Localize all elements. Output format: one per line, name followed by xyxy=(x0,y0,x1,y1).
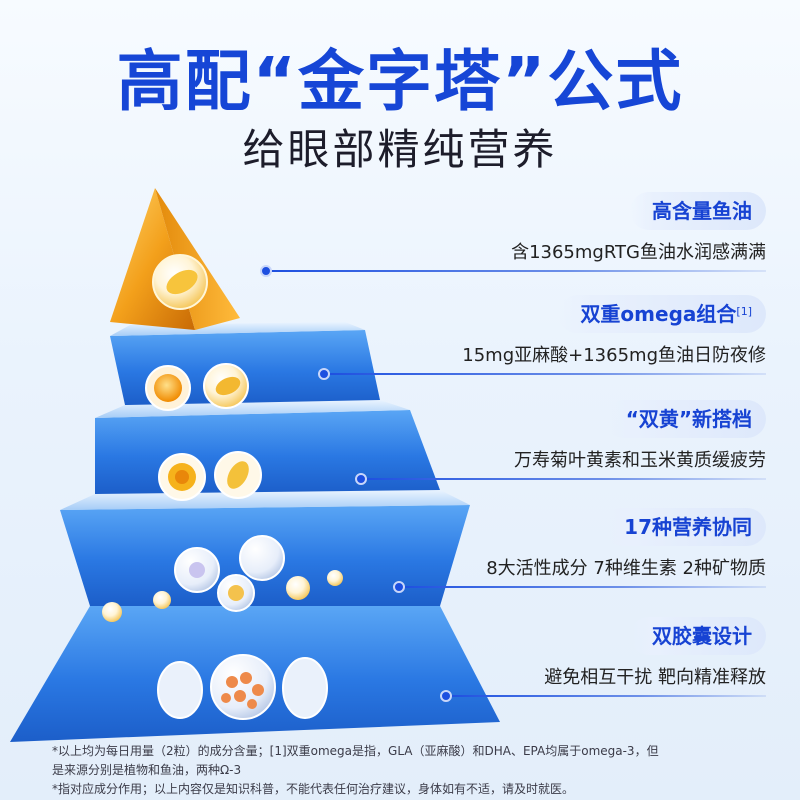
page-title: 高配“金字塔”公式 xyxy=(116,43,684,120)
mineral-sphere-icon xyxy=(174,547,220,593)
feature-badge: 双胶囊设计 xyxy=(630,617,766,655)
marigold-flower-icon xyxy=(158,453,206,501)
softgel-capsule-icon xyxy=(157,657,328,719)
feature-desc: 15mg亚麻酸+1365mg鱼油日防夜修 xyxy=(462,345,766,366)
footnote-line: *指对应成分作用；以上内容仅是知识科普，不能代表任何治疗建议，身体如有不适，请及… xyxy=(52,782,575,796)
feature-desc: 8大活性成分 7种维生素 2种矿物质 xyxy=(486,558,766,579)
connector-line xyxy=(361,478,766,480)
corn-icon xyxy=(214,451,262,499)
feature-badge: 双重omega组合[1] xyxy=(558,295,766,333)
connector-dot xyxy=(393,581,405,593)
double-capsule-icon xyxy=(210,654,276,720)
connector-dot xyxy=(318,368,330,380)
connector-dot xyxy=(440,690,452,702)
connector-line xyxy=(446,695,766,697)
footnote-line: 是来源分别是植物和鱼油，两种Ω-3 xyxy=(52,763,242,777)
connector-line xyxy=(324,373,766,375)
orange-oil-drop-icon xyxy=(145,365,191,411)
footnote-line: *以上均为每日用量（2粒）的成分含量；[1]双重omega是指，GLA（亚麻酸）… xyxy=(52,744,659,758)
fish-oil-capsule-icon xyxy=(203,363,249,409)
vitamin-bead-icon xyxy=(102,535,343,622)
connector-line xyxy=(399,586,766,588)
pyramid-layer-3 xyxy=(95,410,440,494)
connector-line xyxy=(266,270,766,272)
connector-dot xyxy=(355,473,367,485)
fish-oil-capsule-icon xyxy=(152,254,208,310)
feature-badge: 高含量鱼油 xyxy=(630,192,766,230)
feature-desc: 万寿菊叶黄素和玉米黄质缓疲劳 xyxy=(514,450,766,471)
feature-badge: “双黄”新搭档 xyxy=(603,400,766,438)
footnote: *以上均为每日用量（2粒）的成分含量；[1]双重omega是指，GLA（亚麻酸）… xyxy=(52,742,772,799)
feature-desc: 避免相互干扰 靶向精准释放 xyxy=(544,667,766,688)
page-subtitle: 给眼部精纯营养 xyxy=(242,125,558,174)
connector-dot xyxy=(260,265,272,277)
feature-desc: 含1365mgRTG鱼油水润感满满 xyxy=(511,242,766,263)
feature-badge: 17种营养协同 xyxy=(602,508,766,546)
